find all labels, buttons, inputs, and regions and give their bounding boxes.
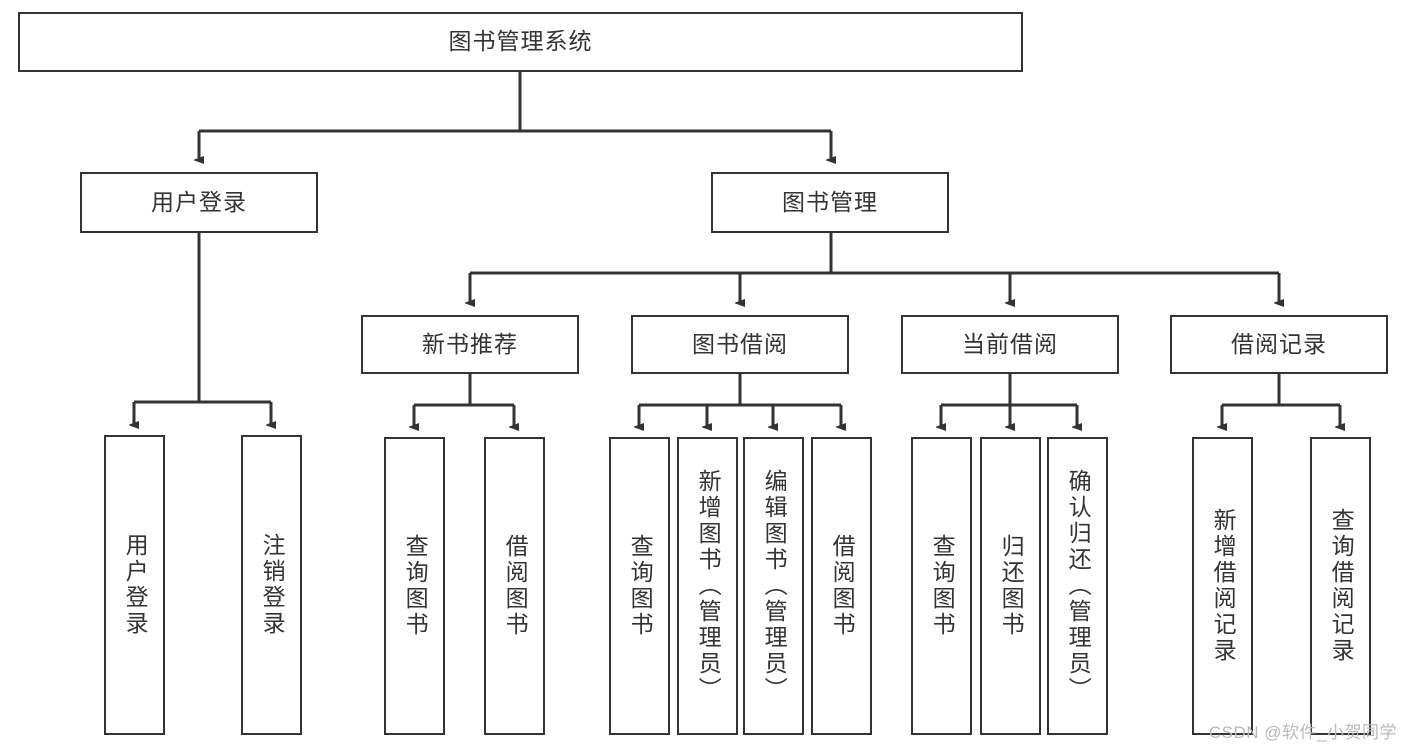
node-current-borrow[interactable]: 当前借阅: [901, 315, 1119, 374]
leaf-borrow-query-book[interactable]: 查询图书: [609, 437, 670, 735]
node-label: 查询借阅记录: [1328, 508, 1355, 664]
node-label: 图书管理系统: [448, 28, 593, 55]
node-label: 查询图书: [929, 534, 956, 638]
node-book-management[interactable]: 图书管理: [711, 172, 949, 233]
node-book-borrow[interactable]: 图书借阅: [631, 315, 849, 374]
node-label: 当前借阅: [962, 330, 1058, 357]
node-label: 新增图书（管理员）: [695, 469, 722, 703]
leaf-borrow-borrow-book[interactable]: 借阅图书: [811, 437, 872, 735]
node-label: 归还图书: [998, 534, 1025, 638]
node-label: 查询图书: [402, 534, 429, 638]
node-label: 新书推荐: [422, 330, 518, 357]
node-user-login[interactable]: 用户登录: [80, 172, 318, 233]
csdn-watermark: CSDN @软件_小贺同学: [1208, 723, 1397, 742]
node-label: 借阅图书: [829, 534, 856, 638]
node-label: 新增借阅记录: [1210, 508, 1237, 664]
leaf-user-login-logout[interactable]: 注销登录: [241, 435, 302, 735]
leaf-borrow-edit-book-admin[interactable]: 编辑图书（管理员）: [743, 437, 804, 735]
node-label: 用户登录: [122, 533, 149, 637]
node-label: 图书管理: [782, 188, 878, 215]
node-label: 用户登录: [151, 188, 247, 215]
node-label: 查询图书: [627, 534, 654, 638]
node-label: 借阅图书: [502, 534, 529, 638]
leaf-new-book-borrow[interactable]: 借阅图书: [484, 437, 545, 735]
node-new-book-recommend[interactable]: 新书推荐: [361, 315, 579, 374]
node-label: 确认归还（管理员）: [1065, 469, 1092, 703]
leaf-borrow-add-book-admin[interactable]: 新增图书（管理员）: [677, 437, 738, 735]
node-label: 图书借阅: [692, 330, 788, 357]
leaf-current-return-book[interactable]: 归还图书: [980, 437, 1041, 735]
leaf-record-query-record[interactable]: 查询借阅记录: [1310, 437, 1371, 735]
node-label: 注销登录: [259, 533, 286, 637]
leaf-current-confirm-return-admin[interactable]: 确认归还（管理员）: [1047, 437, 1108, 735]
leaf-current-query-book[interactable]: 查询图书: [911, 437, 972, 735]
node-label: 编辑图书（管理员）: [761, 469, 788, 703]
node-borrow-record[interactable]: 借阅记录: [1170, 315, 1388, 374]
node-label: 借阅记录: [1231, 330, 1327, 357]
leaf-new-book-query[interactable]: 查询图书: [384, 437, 445, 735]
leaf-user-login-login[interactable]: 用户登录: [104, 435, 165, 735]
leaf-record-add-record[interactable]: 新增借阅记录: [1192, 437, 1253, 735]
node-book-management-system[interactable]: 图书管理系统: [18, 12, 1023, 72]
